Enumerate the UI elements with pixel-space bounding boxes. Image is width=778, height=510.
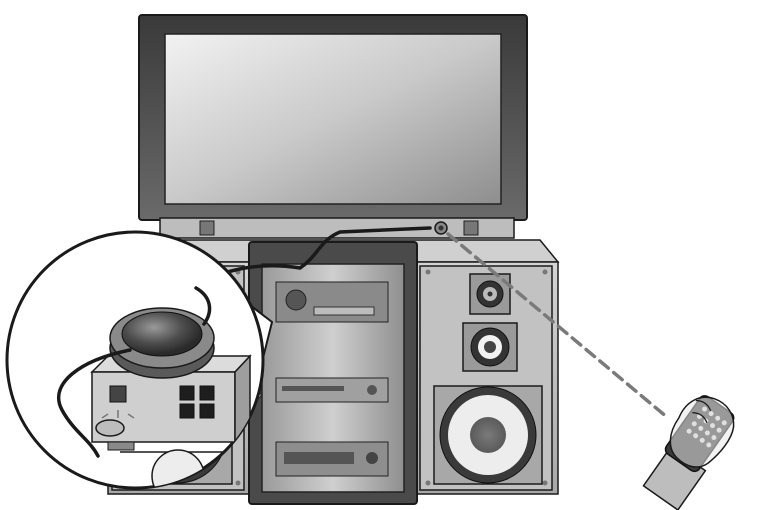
- woofer-driver: [433, 385, 543, 485]
- ir-sensor-puck: [109, 307, 215, 379]
- receiver-display: [109, 385, 127, 403]
- magnified-receiver-callout: [5, 230, 274, 490]
- hand: [669, 396, 735, 468]
- tv-foot-right: [463, 220, 479, 236]
- tv-foot-left: [199, 220, 215, 236]
- tv-bottom-bar: [159, 217, 515, 239]
- receiver-led: [95, 419, 125, 437]
- receiver-button-1: [179, 385, 195, 401]
- tv-screen: [164, 33, 502, 205]
- receiver-box: [90, 354, 252, 451]
- media-component-1: [275, 281, 389, 323]
- receiver-button-2: [199, 385, 215, 401]
- center-media-rack: [248, 241, 418, 505]
- right-speaker: [419, 265, 553, 491]
- media-component-3: [275, 441, 389, 477]
- sensor-cable: [57, 348, 132, 458]
- tweeter: [469, 273, 511, 315]
- receiver-button-4: [199, 403, 215, 419]
- ir-remote-control: [642, 395, 735, 510]
- receiver-button-3: [179, 403, 195, 419]
- ir-beam: [446, 232, 670, 420]
- receiver-led-glow: [101, 410, 135, 419]
- midrange-driver: [462, 322, 518, 372]
- flat-panel-tv: [138, 14, 528, 239]
- media-component-2: [275, 377, 389, 403]
